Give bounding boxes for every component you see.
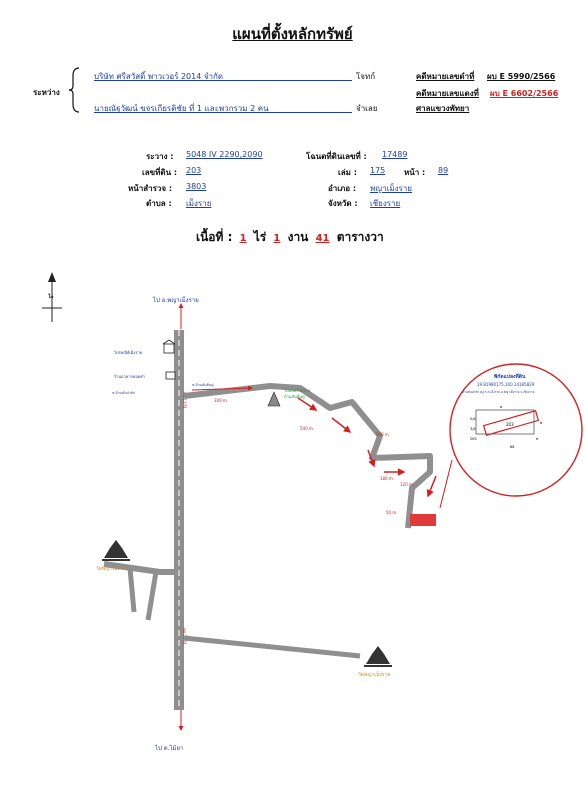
location-map: น ไป อ.พญาเม็งราย ไป ต.ไม้ยา ทล.1174 ทล.… xyxy=(42,272,583,752)
book-value: 175 xyxy=(370,166,386,175)
north-arrow-icon: น xyxy=(42,272,62,322)
area-wa: 41 xyxy=(315,233,330,244)
province-value: เชียงราย xyxy=(370,199,401,208)
survey-label: หน้าสำรวจ : xyxy=(128,184,173,193)
inset-neighbor-3: 88 xyxy=(510,445,514,449)
distance-5: 120 m. xyxy=(400,482,414,487)
defendant-role: จำเลย xyxy=(356,104,378,113)
area-wa-unit: ตารางวา xyxy=(336,230,384,244)
page-title: แผนที่ตั้งหลักทรัพย์ xyxy=(232,25,353,43)
deed-value: 17489 xyxy=(382,150,408,159)
page-label: หน้า : xyxy=(404,168,426,177)
landmark-shop: ร้านอาหารดอยคำ xyxy=(114,374,145,379)
defendant-name: นายณัฐวัฒน์ ขจรเกียรติชัย ที่ 1 และพวกรว… xyxy=(94,104,269,113)
land-parcel xyxy=(410,514,436,526)
party-brace xyxy=(68,67,80,113)
inset-neighbor-2: 265 xyxy=(470,437,477,441)
inset-neighbor-4: พ xyxy=(540,421,543,425)
area-rai: 1 xyxy=(239,233,247,244)
black-case-label: คดีหมายเลขดำที่ xyxy=(416,72,475,81)
inset-coords: 19.81980175,100.14185829 xyxy=(477,382,535,387)
parcel-inset: พิกัดแปลงที่ดิน 19.81980175,100.14185829… xyxy=(439,363,583,509)
side-road-lower xyxy=(183,635,361,659)
coord-label: ระวาง : xyxy=(146,152,174,161)
inset-neighbor-0: 2/4 xyxy=(470,417,476,421)
coord-value: 5048 IV 2290,2090 xyxy=(186,150,263,159)
subdistrict-label: ตำบล : xyxy=(146,199,172,208)
temple-right: วัดพญาเม็งราย xyxy=(358,670,390,678)
plaintiff-line xyxy=(94,80,352,81)
inset-neighbor-6: ท xyxy=(536,437,539,441)
red-case-number: ผบ E 6602/2566 xyxy=(490,89,559,98)
temple-left: วัดพญาเม็งราย xyxy=(96,564,128,572)
side-road-left xyxy=(103,561,174,575)
area-line: เนื้อที่ : 1 ไร่ 1 งาน 41 ตารางวา xyxy=(196,228,384,247)
inset-parcel-no: 203 xyxy=(506,422,514,427)
distance-1: 300 m. xyxy=(214,398,228,403)
junction-label-1: ซ.บ้านสันต้นดู่ xyxy=(192,383,214,387)
area-ngan-unit: งาน xyxy=(287,230,309,244)
court-name: ศาลแขวงพัทยา xyxy=(416,104,470,113)
inset-address: บ้านสันป่าสัก หมู่ 5 ต.เม็งราย อ.พญาเม็ง… xyxy=(462,388,535,394)
area-ngan: 1 xyxy=(273,233,281,244)
black-case-number: ผบ E 5990/2566 xyxy=(487,72,556,81)
province-label: จังหวัด : xyxy=(328,199,358,208)
survey-value: 3803 xyxy=(186,182,207,191)
distance-6: 50 m. xyxy=(386,510,398,515)
church-icon xyxy=(267,391,281,407)
temple-icon xyxy=(364,646,392,667)
between-label: ระหว่าง xyxy=(33,88,60,97)
land-no-label: เลขที่ดิน : xyxy=(142,168,178,177)
plaintiff-role: โจทก์ xyxy=(356,72,376,81)
route-road xyxy=(183,383,433,529)
inset-neighbor-1: 3/4 xyxy=(470,427,476,431)
defendant-line xyxy=(94,112,352,113)
area-rai-unit: ไร่ xyxy=(253,230,267,244)
land-no-value: 203 xyxy=(186,166,202,175)
landmark-post-office: ไปรษณีย์เม็งราย xyxy=(113,349,142,355)
page-value: 89 xyxy=(438,166,449,175)
book-label: เล่ม : xyxy=(338,168,357,177)
shop-icon xyxy=(165,371,176,380)
district-label: อำเภอ : xyxy=(328,184,357,193)
district-value: พญาเม็งราย xyxy=(370,184,412,193)
bottom-destination: ไป ต.ไม้ยา xyxy=(154,744,183,752)
top-destination: ไป อ.พญาเม็งราย xyxy=(152,295,199,304)
subdistrict-value: เม็งราย xyxy=(186,199,212,208)
temple-near-road-sub: บ้านสันต้นดู่ xyxy=(284,394,305,400)
temple-icon xyxy=(102,540,130,561)
plaintiff-name: บริษัท ศรีสวัสดิ์ พาวเวอร์ 2014 จำกัด xyxy=(94,72,224,81)
deed-label: โฉนดที่ดินเลขที่ : xyxy=(306,152,367,161)
road-label-upper: ทล.1174 xyxy=(182,392,187,409)
building-icon xyxy=(162,339,176,354)
inset-title: พิกัดแปลงที่ดิน xyxy=(494,372,526,380)
distance-4: 180 m. xyxy=(380,476,394,481)
junction-label-2: ซ.บ้านสันป่าสัก xyxy=(112,391,135,395)
distance-3: 200 m. xyxy=(376,432,390,437)
red-case-label: คดีหมายเลขแดงที่ xyxy=(416,89,479,98)
temple-near-road: โบสถ์คริสตจักร xyxy=(284,388,311,393)
north-label: น xyxy=(48,291,54,300)
inset-neighbor-5: พ xyxy=(500,405,503,409)
area-label: เนื้อที่ : xyxy=(196,230,233,244)
distance-2: 540 m. xyxy=(300,426,314,431)
